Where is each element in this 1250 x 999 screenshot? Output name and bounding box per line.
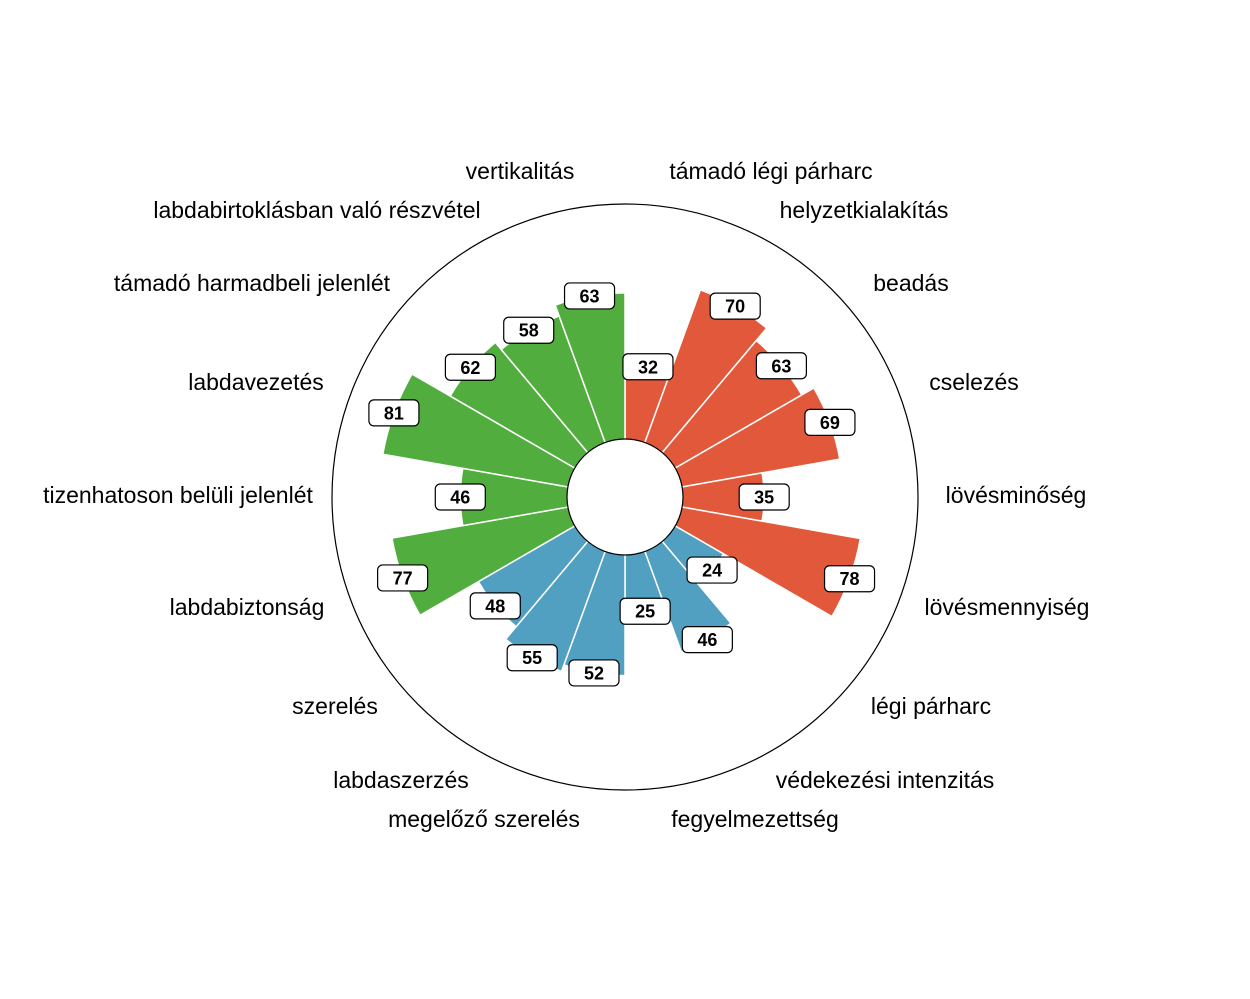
category-label: szerelés bbox=[292, 693, 378, 719]
value-label-text: 78 bbox=[840, 569, 860, 589]
value-label-box bbox=[622, 353, 674, 381]
category-label: lövésmennyiség bbox=[925, 594, 1090, 620]
category-label: helyzetkialakítás bbox=[780, 197, 949, 223]
value-label: 78 bbox=[823, 565, 876, 593]
value-label-box bbox=[469, 592, 521, 620]
category-label: beadás bbox=[873, 270, 948, 296]
value-label: 35 bbox=[738, 483, 790, 511]
value-label: 46 bbox=[681, 626, 733, 654]
value-label-text: 58 bbox=[519, 321, 539, 341]
value-label-text: 52 bbox=[584, 663, 604, 683]
category-label: légi párharc bbox=[871, 693, 991, 719]
value-label-text: 24 bbox=[702, 561, 722, 581]
value-label: 52 bbox=[568, 659, 620, 687]
value-label-text: 55 bbox=[522, 648, 542, 668]
value-label-box bbox=[434, 483, 486, 511]
value-label: 32 bbox=[622, 353, 674, 381]
value-label-text: 63 bbox=[771, 356, 791, 376]
value-label-text: 25 bbox=[635, 602, 655, 622]
value-label: 62 bbox=[444, 353, 496, 381]
value-label-box bbox=[368, 399, 420, 427]
category-labels: támadó légi párharc helyzetkialakítás bead… bbox=[43, 158, 1089, 832]
value-label-text: 46 bbox=[697, 630, 717, 650]
value-label: 81 bbox=[368, 399, 420, 427]
value-label-box bbox=[804, 408, 856, 437]
value-label-box bbox=[823, 565, 876, 593]
value-labels: 32 70 63 69 35 78 24 46 25 52 55 48 77 46 81 62 58 63 bbox=[368, 282, 876, 687]
value-label: 48 bbox=[469, 592, 521, 620]
value-label-box bbox=[444, 353, 496, 381]
category-label: támadó harmadbeli jelenlét bbox=[114, 270, 391, 296]
value-label: 63 bbox=[563, 282, 616, 310]
value-label: 69 bbox=[804, 408, 856, 437]
value-label-box bbox=[738, 483, 790, 511]
value-label: 25 bbox=[619, 597, 671, 625]
value-label-box bbox=[681, 626, 733, 654]
value-label: 63 bbox=[755, 352, 807, 380]
category-label: cselezés bbox=[929, 369, 1018, 395]
value-label-text: 70 bbox=[725, 297, 745, 317]
value-label-text: 69 bbox=[820, 413, 840, 433]
value-label-text: 32 bbox=[638, 357, 658, 377]
category-label: labdabirtoklásban való részvétel bbox=[153, 197, 480, 223]
category-label: lövésminőség bbox=[946, 482, 1087, 508]
value-label-box bbox=[709, 292, 761, 320]
value-label: 24 bbox=[686, 556, 738, 584]
value-label-text: 62 bbox=[460, 358, 480, 378]
category-label: fegyelmezettség bbox=[671, 806, 838, 832]
value-label-text: 77 bbox=[393, 568, 413, 588]
category-label: megelőző szerelés bbox=[388, 806, 580, 832]
value-label: 70 bbox=[709, 292, 761, 320]
value-label: 77 bbox=[377, 564, 429, 592]
category-label: labdabiztonság bbox=[170, 594, 325, 620]
value-label-box bbox=[755, 352, 807, 380]
value-label-box bbox=[686, 556, 738, 584]
value-label: 55 bbox=[506, 644, 558, 672]
value-label-text: 46 bbox=[450, 488, 470, 508]
category-label: labdaszerzés bbox=[333, 767, 469, 793]
value-label-box bbox=[568, 659, 620, 687]
value-label-box bbox=[503, 316, 555, 344]
category-label: tizenhatoson belüli jelenlét bbox=[43, 482, 313, 508]
value-label-box bbox=[619, 597, 671, 625]
category-label: támadó légi párharc bbox=[669, 158, 872, 184]
inner-hole bbox=[566, 438, 684, 556]
category-label: védekezési intenzitás bbox=[776, 767, 995, 793]
value-label-text: 35 bbox=[754, 488, 774, 508]
category-label: vertikalitás bbox=[466, 158, 575, 184]
value-label-text: 81 bbox=[384, 403, 404, 423]
value-label: 58 bbox=[503, 316, 555, 344]
outer-circle bbox=[331, 203, 919, 791]
value-label-box bbox=[563, 282, 616, 310]
value-label-box bbox=[377, 564, 429, 592]
value-label: 46 bbox=[434, 483, 486, 511]
value-label-text: 48 bbox=[485, 596, 505, 616]
category-label: labdavezetés bbox=[188, 369, 324, 395]
value-label-box bbox=[506, 644, 558, 672]
value-label-text: 63 bbox=[580, 286, 600, 306]
